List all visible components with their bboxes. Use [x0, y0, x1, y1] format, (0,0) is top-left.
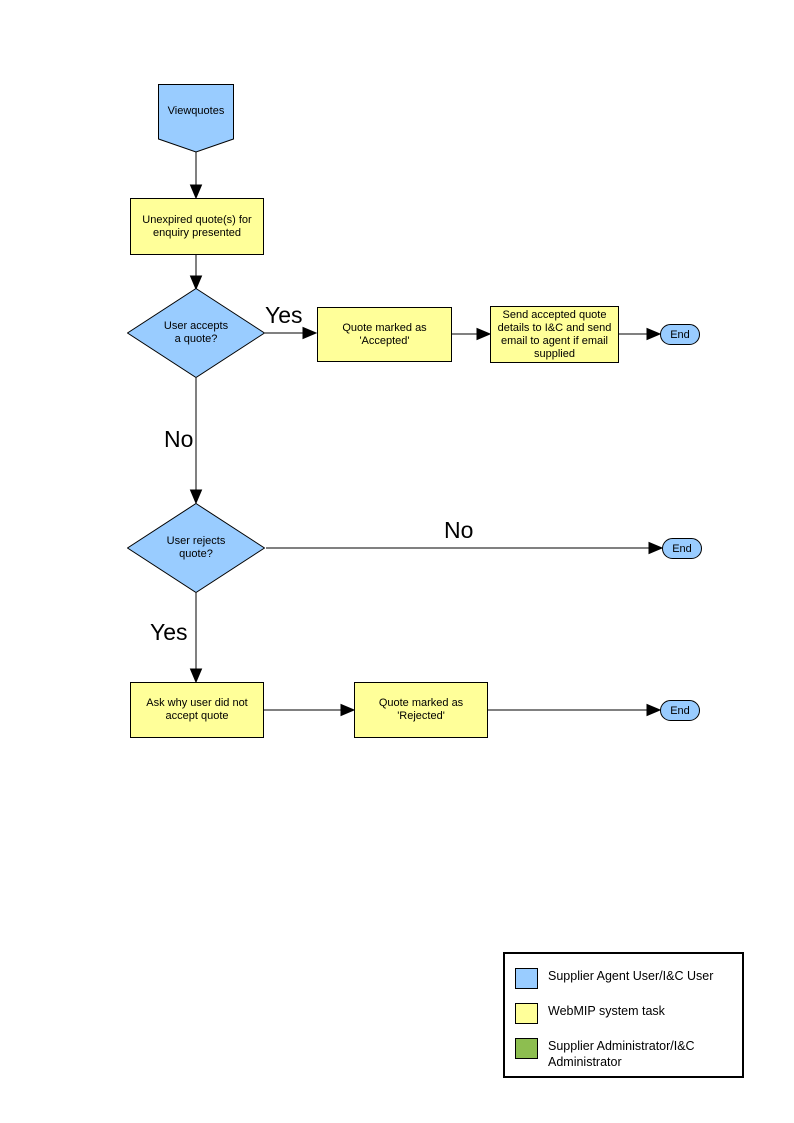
start-offpage-connector-shape	[158, 84, 234, 153]
decision-user-rejects: User rejects quote?	[166, 535, 226, 560]
arrowhead	[646, 327, 662, 341]
arrowhead	[189, 668, 203, 684]
arrowhead	[340, 703, 356, 717]
edge-label-rejects-yes: Yes	[150, 619, 188, 645]
process-ask-why: Ask why user did not accept quote	[130, 682, 264, 738]
legend-item-supplier-administrator: Supplier Administrator/I&C Administrator	[515, 1038, 738, 1070]
legend-item-supplier-agent-user: Supplier Agent User/I&C User	[515, 968, 713, 989]
legend-label: Supplier Administrator/I&C Administrator	[548, 1039, 695, 1069]
decision-user-accepts: User accepts a quote?	[163, 320, 229, 345]
terminator-end-not-rejected: End	[662, 538, 702, 559]
edge-label-accepts-yes: Yes	[265, 302, 303, 328]
legend-swatch-blue	[515, 968, 538, 989]
arrowhead	[648, 541, 664, 555]
legend-label: Supplier Agent User/I&C User	[548, 969, 714, 983]
start-offpage-connector: Viewquotes	[167, 105, 225, 117]
legend-swatch-yellow	[515, 1003, 538, 1024]
process-send-accepted-details: Send accepted quote details to I&C and s…	[490, 306, 619, 363]
arrowhead	[189, 184, 203, 200]
legend-item-webmip-system-task: WebMIP system task	[515, 1003, 665, 1024]
process-unexpired-quotes: Unexpired quote(s) for enquiry presented	[130, 198, 264, 255]
decision-user-rejects-shape	[127, 503, 265, 593]
edge-label-accepts-no: No	[164, 426, 194, 452]
arrowhead	[302, 326, 318, 340]
legend: Supplier Agent User/I&C User WebMIP syst…	[503, 952, 744, 1078]
arrowhead	[189, 489, 203, 505]
process-quote-marked-accepted: Quote marked as 'Accepted'	[317, 307, 452, 362]
terminator-end-rejected: End	[660, 700, 700, 721]
arrowhead	[646, 703, 662, 717]
legend-swatch-green	[515, 1038, 538, 1059]
arrowhead	[476, 327, 492, 341]
arrowhead	[189, 275, 203, 291]
legend-label: WebMIP system task	[548, 1004, 665, 1018]
decision-user-accepts-shape	[127, 288, 265, 378]
terminator-end-accepted: End	[660, 324, 700, 345]
process-quote-marked-rejected: Quote marked as 'Rejected'	[354, 682, 488, 738]
edge-label-rejects-no: No	[444, 517, 474, 543]
